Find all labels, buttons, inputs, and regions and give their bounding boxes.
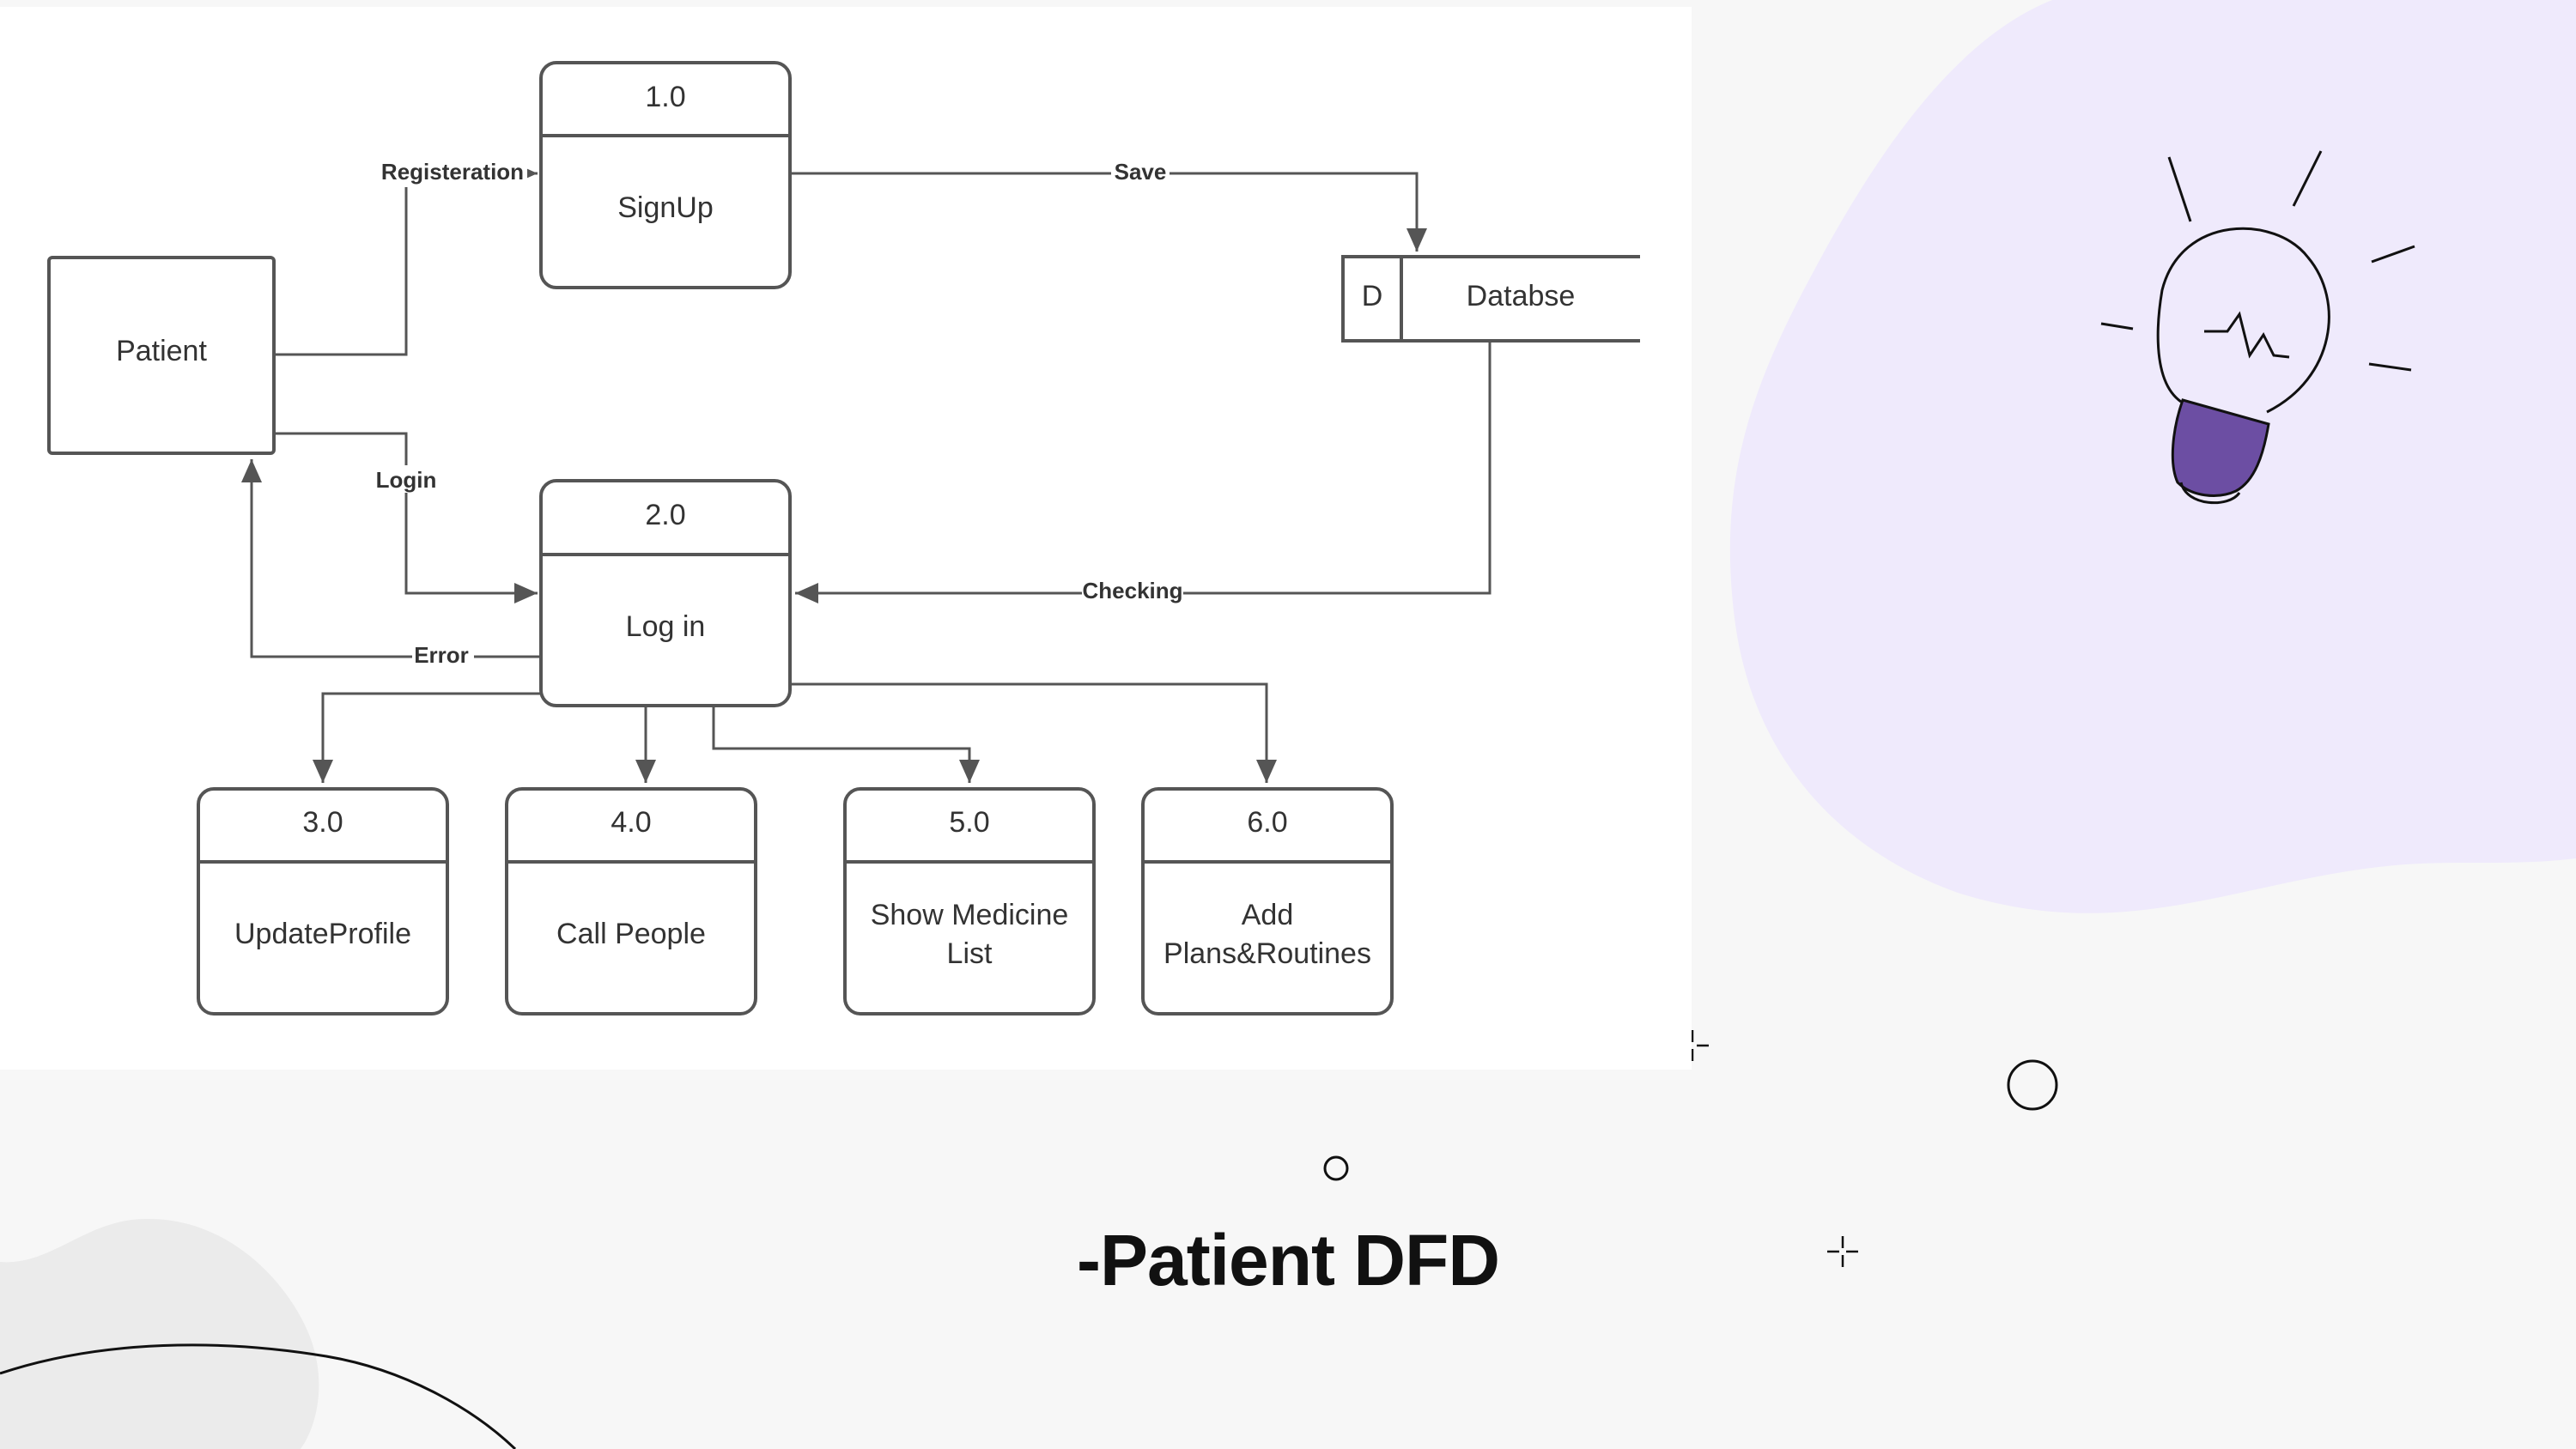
process-4-call-people: 4.0 Call People [505, 787, 757, 1016]
slide-title: -Patient DFD [1077, 1220, 1500, 1300]
flow-patient-to-signup [275, 163, 538, 356]
flow-patient-to-login [275, 432, 538, 603]
sparkle-icon [1691, 1030, 1709, 1061]
process-1-signup: 1.0 SignUp [539, 61, 792, 289]
lightbulb-icon [2100, 150, 2415, 505]
svg-text:Call People: Call People [556, 918, 706, 950]
flow-label-checking: Checking [1082, 578, 1182, 603]
gray-blob [0, 1218, 319, 1449]
svg-text:Log in: Log in [626, 610, 706, 643]
svg-text:2.0: 2.0 [645, 499, 685, 531]
svg-text:6.0: 6.0 [1247, 806, 1287, 839]
svg-text:SignUp: SignUp [617, 191, 714, 224]
circle-decor-large [2007, 1059, 2058, 1111]
svg-text:UpdateProfile: UpdateProfile [234, 918, 411, 950]
sparkle-icon [1827, 1236, 1858, 1267]
circle-decor-small [1323, 1155, 1349, 1181]
process-6-add-plans-routines: 6.0 Add Plans&Routines [1141, 787, 1394, 1016]
flow-login-to-update-profile [313, 692, 541, 783]
lavender-blob [1729, 0, 2576, 913]
flow-login-to-plans [790, 682, 1277, 783]
svg-text:4.0: 4.0 [611, 806, 651, 839]
external-entity-patient: Patient [47, 256, 276, 455]
flow-label-login: Login [376, 467, 437, 493]
data-store-database: D Databse [1341, 255, 1640, 343]
lightbulb-base [2171, 398, 2270, 497]
process-5-show-medicine-list: 5.0 Show Medicine List [843, 787, 1096, 1016]
svg-text:Plans&Routines: Plans&Routines [1163, 937, 1371, 970]
svg-text:D: D [1362, 280, 1383, 312]
flow-label-save: Save [1115, 159, 1167, 185]
process-3-update-profile: 3.0 UpdateProfile [197, 787, 449, 1016]
svg-text:Add: Add [1242, 899, 1294, 931]
flow-label-registration: Registeration [381, 159, 524, 185]
svg-text:Show Medicine: Show Medicine [871, 899, 1069, 931]
svg-text:1.0: 1.0 [645, 81, 685, 113]
flow-label-error: Error [414, 642, 469, 668]
svg-text:3.0: 3.0 [302, 806, 343, 839]
svg-text:Databse: Databse [1467, 280, 1576, 312]
svg-text:5.0: 5.0 [949, 806, 989, 839]
flow-signup-to-database [790, 172, 1427, 252]
flow-login-to-medicine [712, 706, 980, 783]
svg-text:List: List [947, 937, 993, 970]
svg-text:Patient: Patient [116, 335, 207, 367]
flow-database-to-login [795, 342, 1492, 603]
process-2-login: 2.0 Log in [539, 479, 792, 707]
curve-line [0, 1343, 517, 1449]
